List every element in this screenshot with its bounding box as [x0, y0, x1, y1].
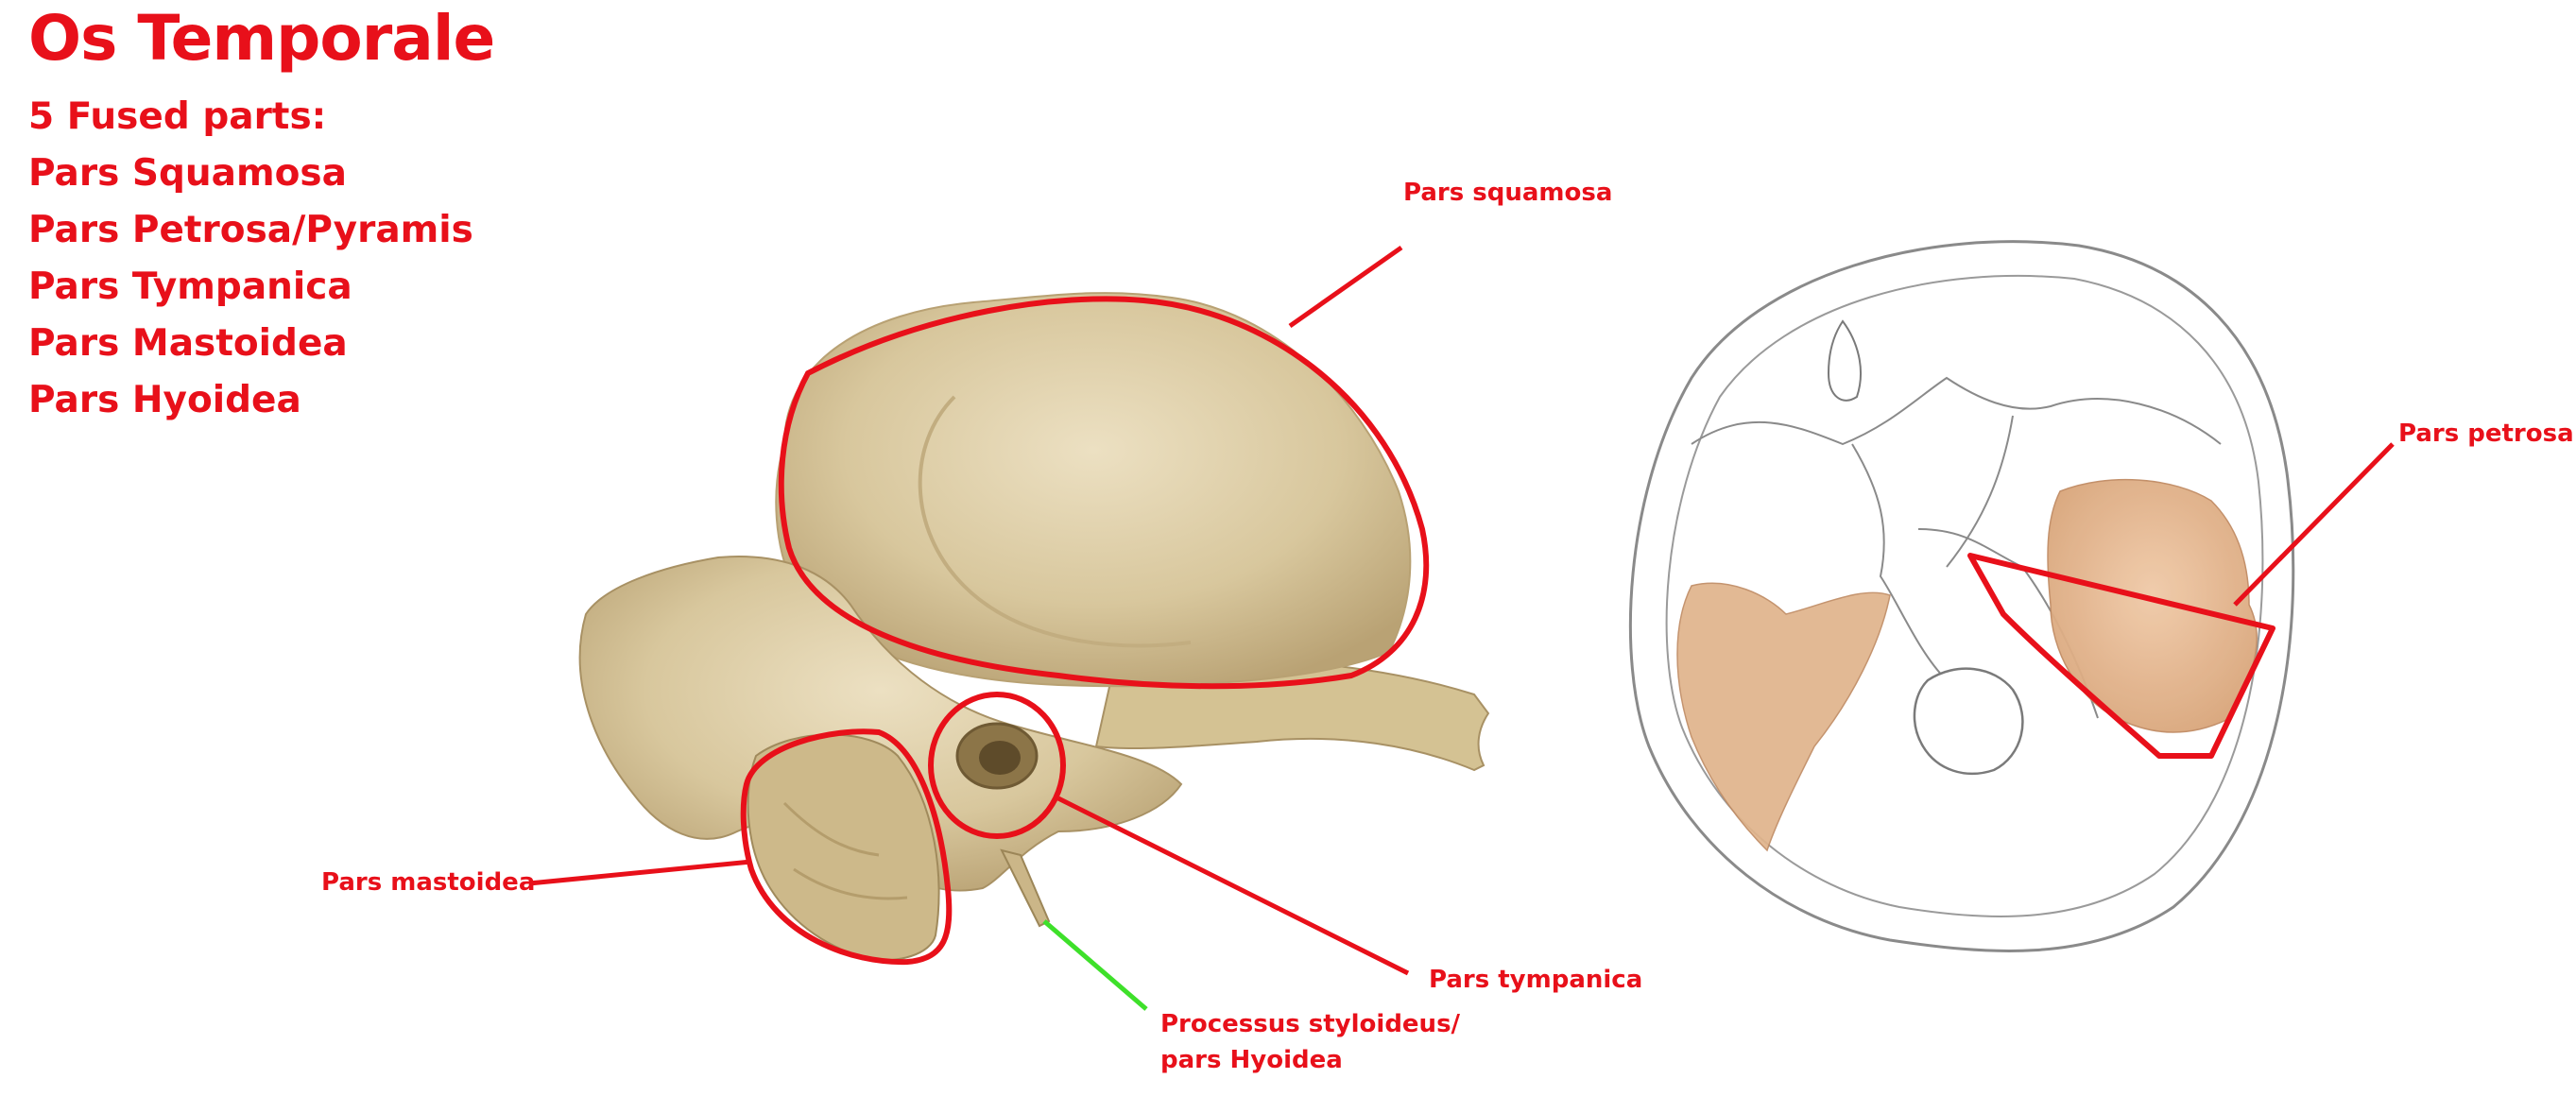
parts-list: 5 Fused parts: Pars Squamosa Pars Petros…	[28, 89, 473, 429]
petrosa-outline	[1967, 553, 2275, 759]
styloid-process-shape	[1000, 848, 1051, 928]
tympanica-leader	[1056, 796, 1410, 976]
acoustic-meatus-inner	[979, 741, 1021, 775]
posterior-bone	[578, 556, 1183, 892]
skull-outer-outline	[1628, 240, 2295, 952]
mastoidea-outline	[740, 728, 953, 966]
fossa-lines	[1691, 376, 2222, 719]
squamosa-leader	[1288, 245, 1403, 329]
label-pars-hyoidea: pars Hyoidea	[1160, 1046, 1343, 1074]
right-petrosa-region	[2047, 478, 2258, 733]
squamosa-outline	[778, 296, 1430, 690]
left-temporal-region	[1676, 582, 1891, 852]
part-item-hyoidea: Pars Hyoidea	[28, 379, 301, 421]
mastoid-process	[747, 733, 940, 962]
label-pars-mastoidea: Pars mastoidea	[321, 868, 535, 897]
part-item-squamosa: Pars Squamosa	[28, 152, 347, 195]
crista-galli	[1827, 319, 1863, 402]
mastoidea-leader	[528, 859, 752, 886]
foramen-magnum	[1913, 667, 2024, 775]
label-pars-petrosa: Pars petrosa	[2398, 420, 2574, 448]
label-pars-tympanica: Pars tympanica	[1429, 966, 1642, 994]
page-title: Os Temporale	[28, 2, 495, 75]
mastoid-texture	[782, 801, 908, 900]
temporal-bone-drawing	[578, 292, 1490, 962]
part-item-petrosa: Pars Petrosa/Pyramis	[28, 209, 473, 251]
part-item-tympanica: Pars Tympanica	[28, 265, 352, 308]
parts-heading: 5 Fused parts:	[28, 95, 327, 138]
part-item-mastoidea: Pars Mastoidea	[28, 322, 348, 365]
skull-inner-outline	[1665, 274, 2264, 917]
skull-base-drawing	[1628, 240, 2295, 952]
label-pars-squamosa: Pars squamosa	[1403, 179, 1612, 207]
squama-ridge	[918, 395, 1192, 648]
tympanica-outline	[928, 692, 1066, 839]
label-processus-styloideus: Processus styloideus/	[1160, 1010, 1461, 1038]
styloideus-leader	[1042, 919, 1148, 1011]
petrosa-leader	[2233, 442, 2395, 607]
